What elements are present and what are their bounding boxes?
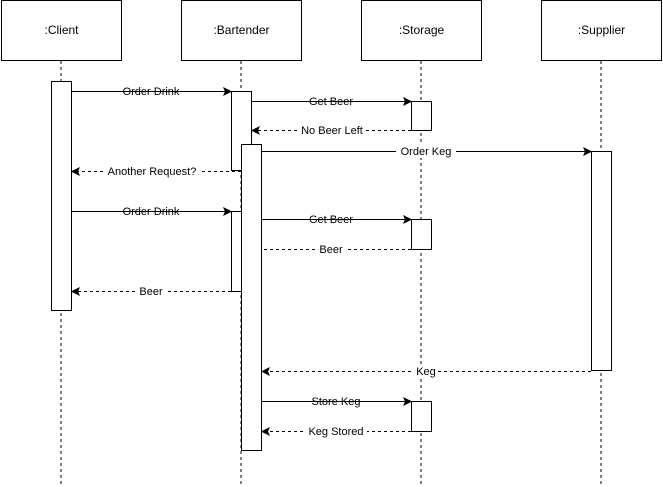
activations — [51, 81, 612, 451]
message-label: Store Keg — [312, 396, 361, 408]
message-label: Get Beer — [309, 214, 353, 226]
message-no-beer-left[interactable]: No Beer Left — [250, 124, 411, 137]
participant-bartender[interactable]: :Bartender — [181, 0, 302, 61]
arrowhead-icon — [223, 206, 233, 217]
participant-bartender-box[interactable] — [181, 0, 302, 61]
storage-activation-1[interactable] — [411, 101, 432, 131]
message-label: Beer — [319, 244, 343, 256]
message-label: Keg — [416, 366, 436, 378]
participant-storage-box[interactable] — [361, 0, 482, 61]
message-order-drink-1[interactable]: Order Drink — [72, 86, 233, 98]
message-keg-stored[interactable]: Keg Stored — [260, 425, 411, 438]
message-order-keg[interactable]: Order Keg — [262, 145, 593, 158]
arrowhead-icon — [583, 146, 593, 157]
message-label: Another Request? — [108, 166, 197, 178]
participants: :Client :Bartender :Storage :Supplier — [1, 0, 662, 61]
message-label: Order Keg — [401, 146, 452, 158]
participant-bartender-label: :Bartender — [213, 23, 269, 37]
message-label: Get Beer — [309, 96, 353, 108]
message-label: Beer — [139, 286, 163, 298]
messages: Order Drink Get Beer No Beer Left Order … — [70, 86, 593, 438]
arrowhead-icon — [403, 214, 413, 225]
message-store-keg[interactable]: Store Keg — [262, 396, 413, 408]
message-label: Order Drink — [123, 86, 180, 98]
arrowhead-icon — [250, 125, 260, 136]
supplier-activation[interactable] — [591, 151, 612, 371]
message-label-bg — [298, 124, 366, 137]
bartender-activation-main[interactable] — [241, 144, 262, 451]
message-label-bg — [137, 285, 166, 298]
participant-client[interactable]: :Client — [1, 0, 122, 61]
message-label: No Beer Left — [301, 125, 363, 137]
participant-client-label: :Client — [44, 23, 79, 37]
client-activation[interactable] — [51, 81, 72, 311]
message-keg[interactable]: Keg — [260, 365, 591, 378]
arrowhead-icon — [70, 286, 80, 297]
arrowhead-icon — [260, 426, 270, 437]
participant-client-box[interactable] — [1, 0, 122, 61]
message-another-request[interactable]: Another Request? — [70, 165, 241, 178]
message-get-beer-1[interactable]: Get Beer — [252, 96, 413, 108]
arrowhead-icon — [403, 96, 413, 107]
storage-activation-3[interactable] — [411, 401, 432, 432]
message-label: Order Drink — [123, 206, 180, 218]
message-order-drink-2[interactable]: Order Drink — [72, 206, 233, 218]
arrowhead-icon — [223, 86, 233, 97]
message-label-bg — [305, 425, 367, 438]
participant-storage[interactable]: :Storage — [361, 0, 482, 61]
participant-supplier-label: :Supplier — [578, 23, 625, 37]
arrowhead-icon — [70, 166, 80, 177]
message-label: Keg Stored — [308, 426, 363, 438]
message-label-bg — [413, 365, 438, 378]
arrowhead-icon — [403, 396, 413, 407]
arrowhead-icon — [260, 366, 270, 377]
message-label-bg — [104, 165, 200, 178]
participant-storage-label: :Storage — [399, 23, 445, 37]
message-beer-to-client[interactable]: Beer — [70, 285, 231, 298]
message-label-bg — [396, 145, 456, 158]
participant-supplier-box[interactable] — [541, 0, 662, 61]
message-get-beer-2[interactable]: Get Beer — [262, 214, 413, 226]
participant-supplier[interactable]: :Supplier — [541, 0, 662, 61]
message-label-bg — [317, 243, 346, 256]
message-beer-from-storage[interactable]: Beer — [262, 243, 411, 256]
storage-activation-2[interactable] — [411, 219, 432, 250]
